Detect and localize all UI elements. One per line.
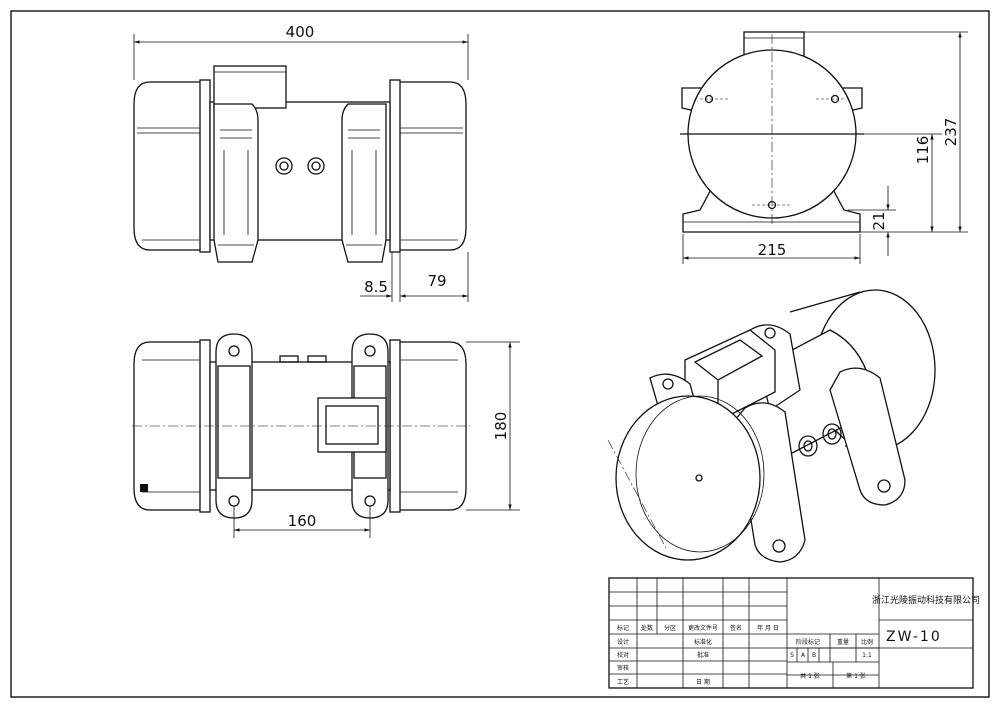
scale-value: 1:1 [862, 652, 872, 659]
dim-hole-spacing: 160 [288, 512, 317, 530]
dim-base-width: 215 [758, 241, 787, 259]
dim-foot-span-width: 180 [492, 412, 510, 441]
isometric-view [607, 289, 936, 563]
header-change-doc: 更改文件号 [688, 624, 718, 632]
scale-label: 比例 [861, 638, 873, 646]
title-block: 标记 处数 分区 更改文件号 签名 年 月 日 设计 校对 审核 工艺 标准化 … [608, 577, 980, 689]
front-view-dimensions: 400 8.5 79 [133, 23, 469, 302]
dim-foot-offset: 8.5 [364, 278, 388, 296]
top-view [132, 333, 470, 519]
standardization-label: 标准化 [694, 638, 712, 646]
header-count: 处数 [641, 624, 653, 632]
row-process: 工艺 [617, 678, 629, 686]
stage-label: 阶段标记 [796, 638, 820, 646]
header-zone: 分区 [664, 624, 676, 632]
side-view-dimensions: 237 116 21 215 [682, 31, 968, 264]
weight-label: 重量 [837, 638, 849, 646]
drawing-border [10, 10, 990, 698]
stage-mark-a: A [801, 652, 806, 659]
top-view-dimensions: 180 160 [233, 341, 520, 538]
dim-total-height: 237 [942, 118, 960, 147]
stage-mark-s: S [790, 652, 794, 659]
company-name: 浙江光陵振动科技有限公司 [872, 594, 980, 606]
side-view [680, 31, 864, 233]
row-check: 校对 [617, 651, 629, 659]
dim-center-height: 116 [914, 136, 932, 165]
header-mark: 标记 [617, 624, 629, 632]
row-review: 审核 [617, 664, 629, 672]
row-design: 设计 [617, 638, 629, 646]
date-label: 日 期 [696, 678, 710, 686]
dim-foot-height: 21 [870, 211, 888, 230]
dim-overall-length: 400 [286, 23, 315, 41]
drawing-number: ZW-10 [886, 629, 942, 645]
front-view [133, 65, 467, 263]
sheet-index: 第 1 张 [846, 672, 866, 680]
header-date: 年 月 日 [757, 624, 779, 632]
approval-label: 批准 [697, 651, 709, 659]
header-signature: 签名 [730, 624, 742, 632]
dim-end-length: 79 [427, 272, 446, 290]
stage-mark-b: B [812, 652, 816, 659]
sheet-count: 共 1 张 [800, 672, 820, 680]
